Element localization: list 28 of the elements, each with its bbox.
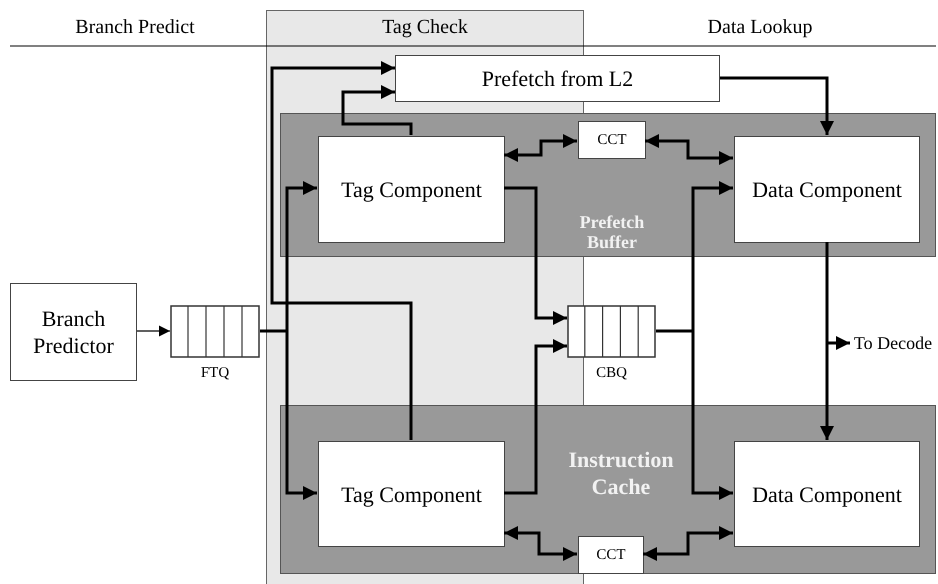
component-box: Data Component <box>734 136 920 243</box>
panel-label: Instruction Cache <box>567 446 675 500</box>
component-box: Prefetch from L2 <box>395 55 720 102</box>
component-box: Branch Predictor <box>10 283 137 381</box>
component-panel <box>280 113 936 257</box>
arrow <box>270 61 412 440</box>
arrow <box>504 339 567 494</box>
table-box: CCT <box>578 536 644 574</box>
panel-label: Prefetch Buffer <box>578 212 646 252</box>
component-panel <box>280 405 936 574</box>
component-box: Tag Component <box>318 441 505 547</box>
arrow <box>504 186 567 325</box>
arrow <box>137 326 170 336</box>
arrow <box>504 134 577 162</box>
stage-heading: Branch Predict <box>74 15 196 40</box>
stage-heading: Data Lookup <box>706 15 814 40</box>
arrow <box>504 526 577 561</box>
queue-label: CBQ <box>596 364 627 382</box>
output-label: To Decode <box>850 318 936 368</box>
component-box: Data Component <box>734 441 920 547</box>
arrow <box>720 76 834 135</box>
arrow <box>643 526 733 561</box>
queue-label: FTQ <box>200 364 230 382</box>
arrow <box>645 134 733 165</box>
table-box: CCT <box>578 121 646 159</box>
arrow <box>342 85 412 135</box>
component-box: Tag Component <box>318 136 505 243</box>
stage-heading: Tag Check <box>381 15 469 40</box>
